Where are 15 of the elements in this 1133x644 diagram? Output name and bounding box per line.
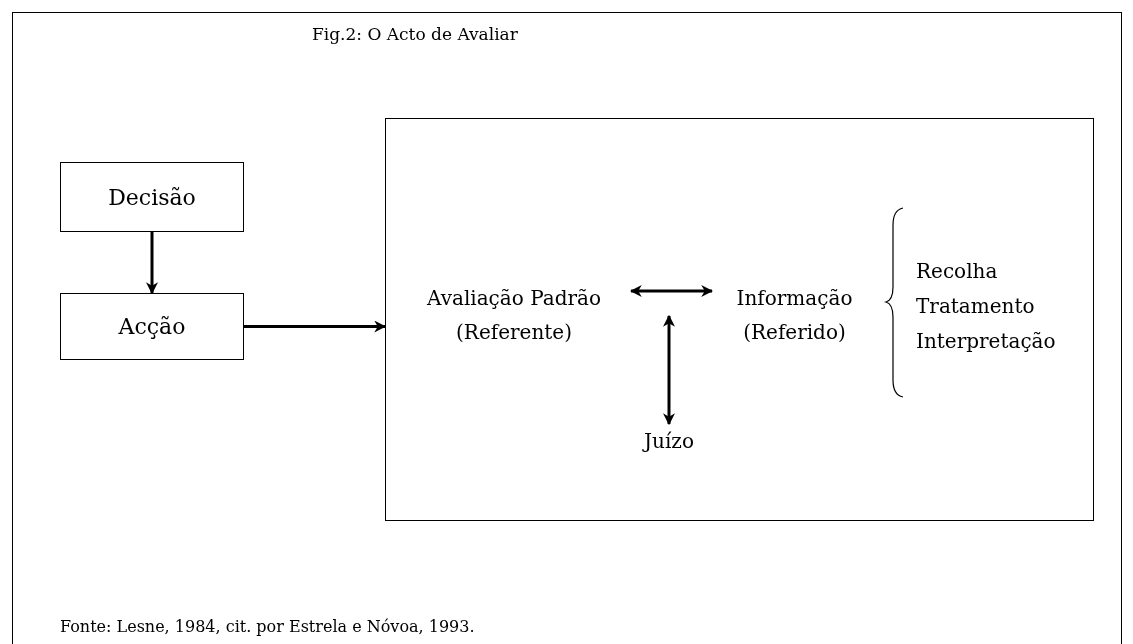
process-box: Acção bbox=[60, 293, 244, 360]
arrow bbox=[629, 285, 714, 297]
node-label: Informação (Referido) bbox=[712, 281, 877, 349]
step-label: Tratamento bbox=[916, 293, 1035, 320]
step-label: Recolha bbox=[916, 258, 998, 285]
figure-title: Fig.2: O Acto de Avaliar bbox=[312, 23, 518, 46]
arrow bbox=[146, 232, 158, 295]
node-label: Juízo bbox=[619, 424, 719, 458]
arrow bbox=[244, 320, 387, 333]
step-label: Interpretação bbox=[916, 328, 1056, 355]
container-box bbox=[385, 118, 1094, 521]
arrow bbox=[663, 314, 675, 426]
source-caption: Fonte: Lesne, 1984, cit. por Estrela e Nóvoa, 1993. bbox=[60, 616, 475, 638]
node-label: Avaliação Padrão (Referente) bbox=[397, 281, 631, 349]
process-box: Decisão bbox=[60, 162, 244, 232]
